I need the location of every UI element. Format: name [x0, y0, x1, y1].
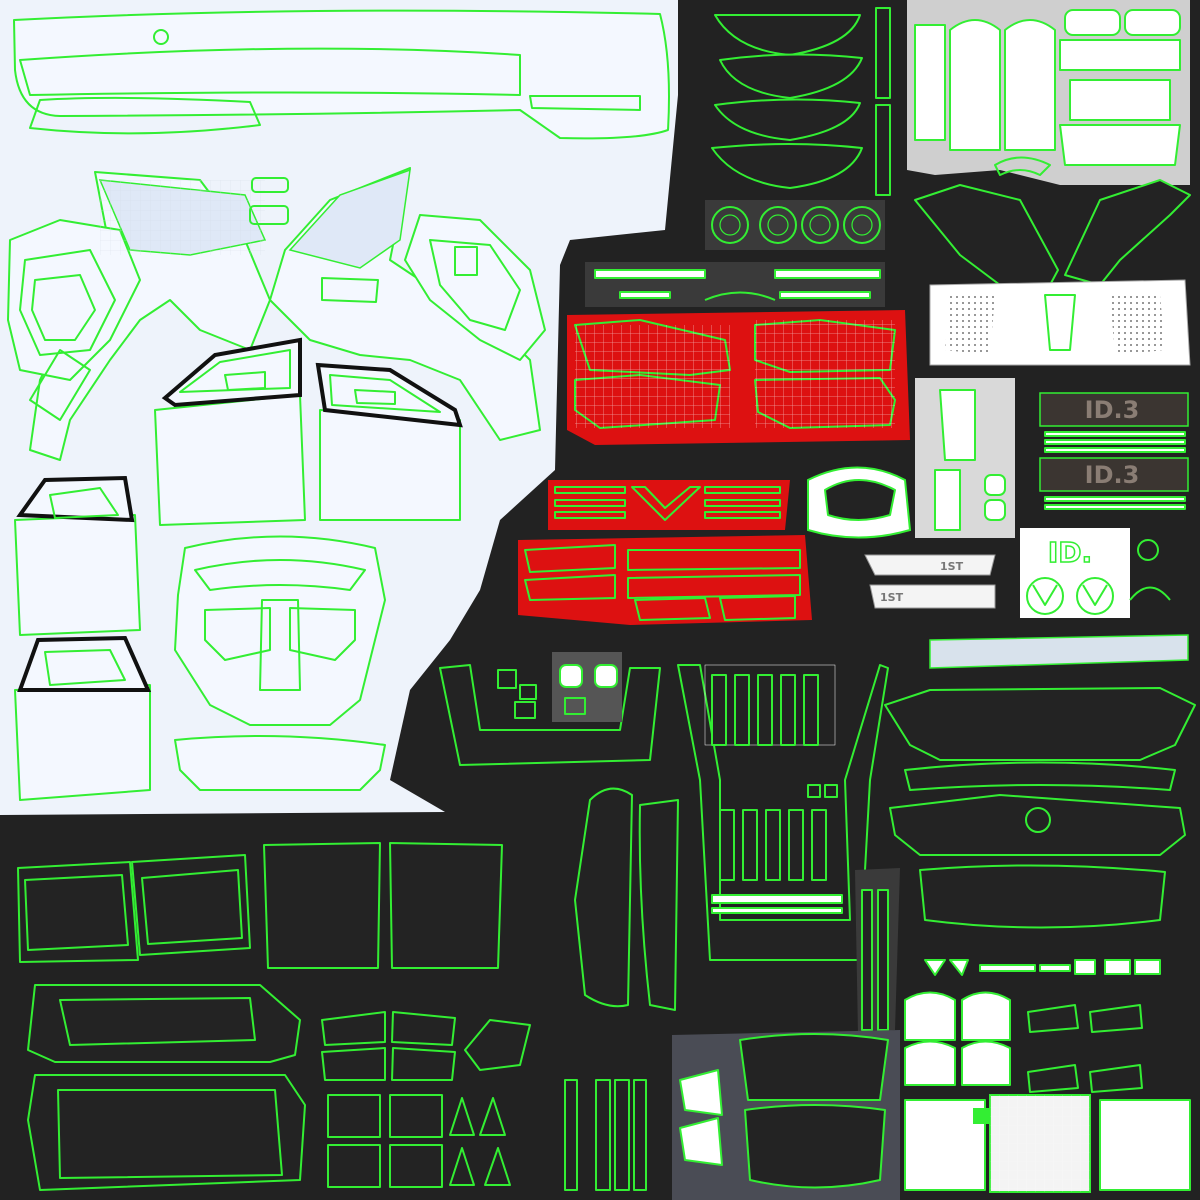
left-wheelarch-inner [31, 274, 96, 341]
id3-badge-top: ID.3 [1039, 392, 1189, 427]
front-bumper-right-intake [289, 607, 356, 661]
speaker-grille-center [1044, 294, 1076, 351]
lower-lamp-shapes [524, 544, 801, 621]
rear-quarter-glass-right [131, 854, 251, 956]
small-arc-piece [1129, 586, 1171, 601]
vw-logo-right [1076, 577, 1114, 615]
front-bumper-lower-lip [174, 735, 386, 791]
tail-lamp-cover-left [914, 184, 1059, 286]
speaker-grille-left [945, 295, 995, 355]
side-console-curve-right [638, 799, 679, 1011]
round-emblem-island [807, 466, 912, 539]
windshield-lower [27, 1074, 306, 1191]
front-bumper-island [174, 535, 386, 726]
seat-panel-strip [934, 469, 961, 531]
left-side-panel [7, 219, 141, 381]
plate-1st-upper-text: 1ST [940, 560, 964, 573]
plate-1st-upper: 1ST [864, 554, 996, 576]
plate-1st-lower: 1ST [869, 584, 996, 609]
side-glass-left [263, 842, 381, 969]
vertical-trim-strips [875, 7, 891, 196]
dashboard-lower-piece [744, 1104, 886, 1189]
spoiler-lip [29, 96, 261, 135]
front-bumper-center [259, 599, 301, 691]
left-door-island [154, 394, 306, 526]
trim-strips [594, 269, 881, 301]
grille-red-bars [554, 486, 781, 521]
grey-panel-cushion-b [1004, 19, 1056, 151]
seat-panel-back [939, 389, 976, 461]
mirror-cap-top [251, 177, 289, 193]
rear-quarter-glass-left [17, 861, 139, 963]
center-console-small-bits [711, 784, 843, 914]
rear-bumper-lip [904, 761, 1176, 791]
grey-panel-cushion-a [949, 19, 1001, 151]
trim-strip-panel [585, 262, 885, 307]
small-square-panels [327, 1094, 511, 1188]
plate-1st-lower-text: 1ST [880, 591, 904, 604]
grey-panel-floor [1059, 124, 1181, 166]
windshield-upper [27, 984, 301, 1063]
grey-panel-headrest-a [1064, 9, 1121, 36]
bottom-vertical-strips [564, 1079, 647, 1191]
id3-badge-bottom: ID.3 [1039, 457, 1189, 492]
small-clips-row [924, 959, 1161, 976]
vw-logo-left [1026, 577, 1064, 615]
dashboard-u-piece [439, 664, 661, 766]
grey-panel-headrest-b [1124, 9, 1181, 36]
left-rear-door-frame [16, 475, 135, 523]
seat-panel-knob-a [984, 474, 1006, 496]
speaker-grille-right [1110, 295, 1165, 355]
mirror-cap-bottom [249, 205, 289, 225]
right-door-handle [354, 389, 396, 405]
left-lower-door-island [14, 684, 151, 801]
right-side-panel [404, 214, 546, 361]
right-small-decal [454, 246, 478, 276]
light-sill-strip [929, 634, 1189, 669]
left-wheelarch-cut [19, 249, 116, 356]
right-vent-slot [321, 277, 379, 303]
grey-panel-bow [994, 156, 1051, 176]
right-pillar-mesh [288, 168, 411, 269]
small-round-emblem [1137, 539, 1159, 561]
grey-panel-strip-a [914, 24, 946, 141]
small-glass-quads [321, 1011, 531, 1081]
seat-cushion-white-c [1099, 1099, 1191, 1191]
seat-cushion-white-a [904, 1099, 986, 1191]
id3-chrome-strips [1044, 431, 1186, 453]
left-arch-tab [29, 349, 91, 421]
trunk-lid-logo-mount [1025, 807, 1051, 833]
tail-lamp-cover-right [1064, 179, 1191, 286]
side-console-curve-left [574, 787, 633, 1008]
seat-panel-knob-b [984, 499, 1006, 521]
left-door-handle [224, 371, 266, 391]
id-badge-white-text: ID. [1048, 536, 1092, 569]
spoiler-hole [153, 29, 169, 45]
seat-pieces-grid [904, 991, 1143, 1093]
air-vent-set [705, 200, 885, 250]
roof-spoiler-inner [19, 47, 521, 96]
left-rear-door-island [14, 514, 141, 636]
id3-badge-top-text: ID.3 [1085, 396, 1140, 424]
front-bumper-upper-grille [194, 559, 366, 591]
right-door-island [319, 409, 461, 521]
rear-lamp-wireframe-set [711, 14, 863, 189]
id3-badge-bottom-text: ID.3 [1085, 461, 1140, 489]
grey-panel-console [1059, 39, 1181, 71]
spoiler-tab [529, 95, 641, 111]
dashboard-small-buttons [497, 664, 618, 719]
id3-chrome-strip-bottom [1044, 496, 1186, 502]
grey-panel-dash [1069, 79, 1171, 121]
small-vent-pieces [679, 1069, 723, 1166]
side-glass-right [389, 842, 503, 969]
front-bumper-left-intake [204, 607, 271, 661]
rear-bumper-cover [884, 687, 1196, 761]
trunk-lower-panel [919, 864, 1166, 929]
dashboard-front-piece [739, 1033, 889, 1101]
trunk-lid-panel [889, 794, 1186, 856]
center-console-slats [711, 674, 827, 881]
bright-marker [973, 1108, 989, 1124]
right-wheelarch-cut [429, 239, 521, 331]
